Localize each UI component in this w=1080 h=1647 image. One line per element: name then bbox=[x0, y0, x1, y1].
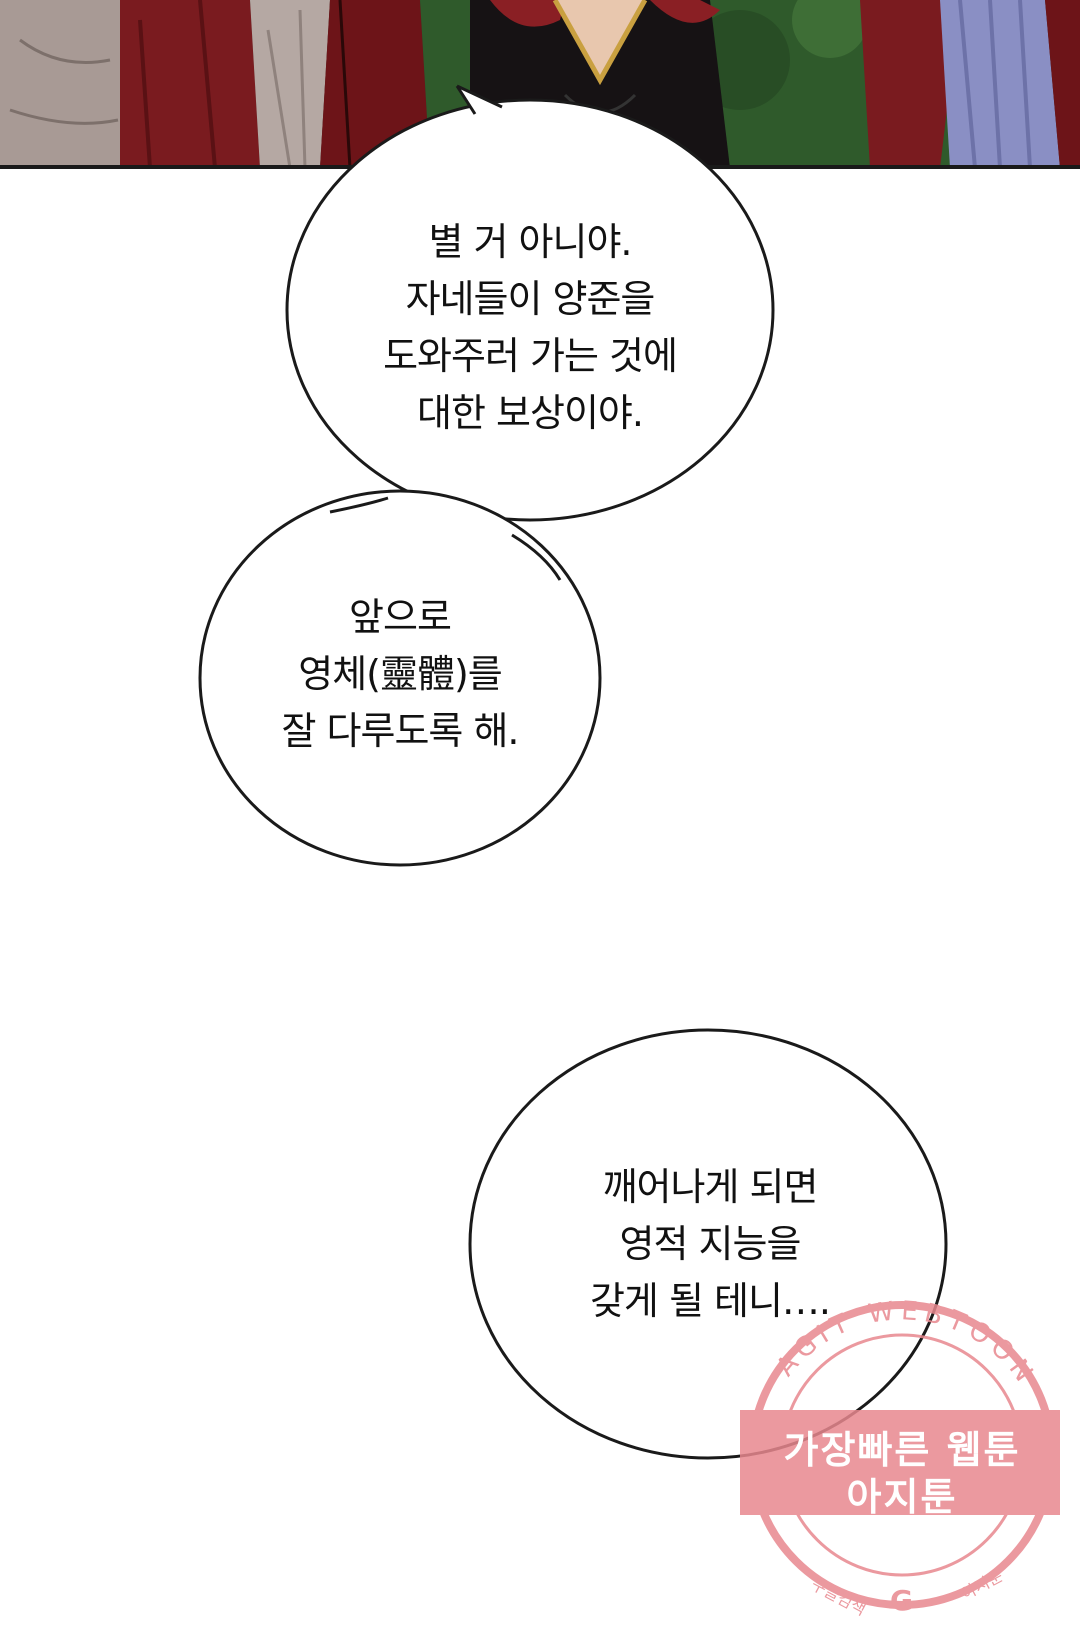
bubble-2-line-3: 잘 다루도록 해. bbox=[281, 709, 520, 753]
watermark-stamp: AGIT WEBTOON 구글검색 아지툰 G bbox=[740, 1296, 1060, 1619]
bubble-1-line-4: 대한 보상이야. bbox=[417, 391, 644, 435]
speech-bubble-3 bbox=[468, 1028, 948, 1460]
bubble-1-line-1: 별 거 아니야. bbox=[428, 220, 632, 264]
speech-bubble-1 bbox=[285, 84, 775, 522]
stamp-small-right-text: 아지툰 bbox=[958, 1566, 1006, 1604]
bubble-3-line-1: 깨어나게 되면 bbox=[602, 1165, 819, 1209]
bubble-1-text: 별 거 아니야. 자네들이 양준을 도와주러 가는 것에 대한 보상이야. bbox=[330, 214, 730, 442]
speech-bubble-2 bbox=[198, 489, 602, 867]
bubble-2-line-2: 영체(靈體)를 bbox=[298, 652, 503, 696]
bubble-3-line-3: 갖게 될 테니…. bbox=[589, 1279, 831, 1323]
stamp-small-left-text: 구글검색 bbox=[808, 1575, 869, 1619]
bubble-2-line-1: 앞으로 bbox=[349, 595, 452, 639]
bubble-1-tail bbox=[457, 86, 502, 114]
bubble-3-text: 깨어나게 되면 영적 지능을 갖게 될 테니…. bbox=[540, 1159, 880, 1330]
stamp-line-2: 아지툰 bbox=[846, 1475, 958, 1519]
bubble-1-line-2: 자네들이 양준을 bbox=[405, 277, 656, 321]
bubble-3-line-2: 영적 지능을 bbox=[619, 1222, 802, 1266]
left-character-robe bbox=[0, 0, 120, 168]
bubble-2-text: 앞으로 영체(靈體)를 잘 다루도록 해. bbox=[230, 589, 570, 760]
bubble-1-line-3: 도와주러 가는 것에 bbox=[383, 334, 678, 378]
stamp-google-logo-icon: G bbox=[890, 1584, 913, 1617]
stamp-banner bbox=[740, 1410, 1060, 1515]
red-robe bbox=[120, 0, 260, 168]
stamp-line-1: 가장빠른 웹툰 bbox=[783, 1428, 1021, 1472]
